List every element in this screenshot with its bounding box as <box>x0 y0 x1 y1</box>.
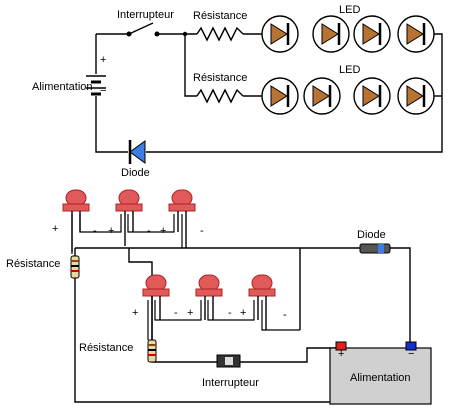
wire <box>95 96 128 153</box>
plus-sign: + <box>240 307 246 319</box>
minus-sign: - <box>147 225 151 237</box>
battery-terminal-plus <box>335 341 347 351</box>
power-label: Alimentation <box>32 81 93 93</box>
led-symbol <box>303 77 341 115</box>
switch-label: Interrupteur <box>202 377 259 389</box>
resistor-component <box>147 339 157 363</box>
schematic <box>95 33 443 153</box>
led-symbol <box>397 15 435 53</box>
diode-label: Diode <box>357 229 386 241</box>
diode-component <box>359 243 391 254</box>
resistor-label: Résistance <box>6 258 60 270</box>
switch-symbol <box>126 22 160 37</box>
resistor-component <box>70 255 80 279</box>
led-symbol <box>261 77 299 115</box>
plus-sign: + <box>108 225 114 237</box>
battery-minus-label: − <box>408 348 414 360</box>
led-label: LED <box>339 64 360 76</box>
junction-dot <box>182 31 188 37</box>
led-symbol <box>353 15 391 53</box>
resistor-label: Résistance <box>193 10 247 22</box>
wire <box>146 33 443 153</box>
battery-minus-label: − <box>100 85 106 97</box>
led-row <box>261 77 435 115</box>
led-symbol <box>312 15 350 53</box>
diode-symbol <box>128 140 146 164</box>
power-label: Alimentation <box>350 372 411 384</box>
resistor-label: Résistance <box>79 342 133 354</box>
wire <box>240 347 341 363</box>
led-red <box>115 189 143 246</box>
battery-symbol <box>86 75 106 96</box>
battery-box <box>329 347 432 405</box>
minus-sign: - <box>200 225 204 237</box>
led-red <box>248 274 276 330</box>
resistor-symbol <box>196 88 244 104</box>
minus-sign: - <box>174 307 178 319</box>
battery-plus-label: + <box>100 54 106 66</box>
led-red <box>168 189 196 248</box>
led-symbol <box>353 77 391 115</box>
led-red <box>62 189 90 252</box>
minus-sign: - <box>228 307 232 319</box>
led-symbol <box>261 15 299 53</box>
polarity-marks: + - + - + - + - + - + - <box>52 223 287 321</box>
resistor-symbol <box>196 26 244 42</box>
wire <box>74 278 330 403</box>
led-symbol <box>397 77 435 115</box>
wire <box>151 361 217 363</box>
plus-sign: + <box>132 307 138 319</box>
switch-label: Interrupteur <box>117 9 174 21</box>
plus-sign: + <box>52 223 58 235</box>
minus-sign: - <box>283 309 287 321</box>
plus-sign: + <box>160 225 166 237</box>
led-red <box>195 274 223 320</box>
resistor-label: Résistance <box>193 72 247 84</box>
plus-sign: + <box>187 307 193 319</box>
diode-label: Diode <box>121 167 150 179</box>
battery-terminal-minus <box>405 341 417 351</box>
switch-component <box>216 354 241 368</box>
wire <box>184 34 197 97</box>
minus-sign: - <box>93 225 97 237</box>
led-red <box>142 274 170 340</box>
wire <box>389 247 411 343</box>
led-label: LED <box>339 4 360 16</box>
led-row <box>261 15 435 53</box>
battery-plus-label: + <box>338 348 344 360</box>
